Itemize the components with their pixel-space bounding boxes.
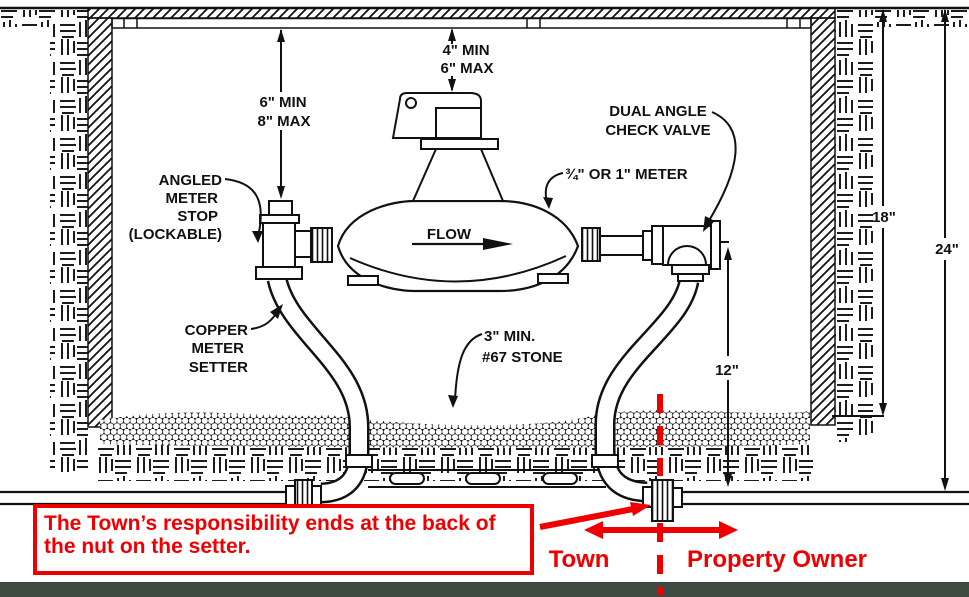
dim-top-clearance-min: 4" MIN <box>442 42 489 59</box>
earth-top-right <box>873 10 969 27</box>
pit-wall-left <box>87 17 113 428</box>
zone-arrow-right <box>719 521 738 539</box>
meter-nut-right <box>581 227 601 262</box>
meter-assembly <box>255 92 721 293</box>
label-flow: FLOW <box>427 226 472 243</box>
pit-structure <box>0 6 969 481</box>
dim-pit-depth: 18" <box>872 209 896 226</box>
leader-meter-stop <box>224 178 262 233</box>
water-meter <box>336 92 580 293</box>
register-dial <box>435 107 482 139</box>
bracket-slot <box>465 472 501 485</box>
note-leader-arrow <box>539 506 634 530</box>
dim-side-clearance-max: 8" MAX <box>258 113 311 130</box>
dim-arrow-down <box>879 403 887 416</box>
dim-line-pit-depth <box>832 10 884 417</box>
label-meter-stop-4: (LOCKABLE) <box>129 226 222 243</box>
responsibility-note-box <box>33 504 534 575</box>
angled-meter-stop <box>255 200 312 280</box>
note-line-1: The Town’s responsibility ends at the ba… <box>44 512 497 535</box>
label-meter-stop-3: STOP <box>177 208 218 225</box>
bracket-slot <box>389 472 425 485</box>
label-town: Town <box>549 546 610 573</box>
note-line-2: the nut on the setter. <box>44 535 251 558</box>
label-setter-1: COPPER <box>185 322 249 339</box>
earth-top-left <box>0 10 50 27</box>
label-property-owner: Property Owner <box>687 546 867 573</box>
copper-setter <box>0 276 969 522</box>
pit-wall-right <box>810 17 836 426</box>
lid-plate-joints <box>123 18 801 28</box>
register-lug-hole <box>405 97 417 109</box>
dim-arrow-down <box>448 79 456 92</box>
earth-right-strip <box>835 10 873 442</box>
dim-outlet-height: 12" <box>715 362 739 379</box>
leader-arrow <box>252 231 263 243</box>
responsibility-annotations: The Town’s responsibility ends at the ba… <box>33 394 867 595</box>
service-line-left <box>0 490 287 506</box>
dim-arrow-up <box>879 9 887 22</box>
dim-side-clearance-min: 6" MIN <box>259 94 306 111</box>
label-check-valve-2: CHECK VALVE <box>605 122 710 139</box>
stone-bedding <box>100 410 810 448</box>
setter-bracket-bar <box>368 469 606 488</box>
dual-angle-check-valve <box>642 220 721 282</box>
label-meter-size: ¾" OR 1" METER <box>565 166 688 183</box>
label-stone-2: #67 STONE <box>482 349 563 366</box>
meter-neck <box>411 148 505 202</box>
lid-plate <box>111 17 812 29</box>
meter-flange <box>420 138 499 150</box>
leader-stone <box>454 333 483 401</box>
setter-leg-right <box>597 278 697 500</box>
footer-band <box>0 582 969 597</box>
leader-arrow <box>270 304 283 319</box>
outlet-pipe <box>599 235 644 256</box>
leader-check-valve <box>706 111 737 225</box>
dim-total-depth: 24" <box>935 241 959 258</box>
dim-arrow-up <box>724 247 732 260</box>
dim-arrow-down <box>724 474 732 487</box>
flow-arrow <box>412 238 513 250</box>
pipe-collar-right <box>591 454 619 468</box>
labels: ANGLED METER STOP (LOCKABLE) DUAL ANGLE … <box>129 103 737 408</box>
earth-under-floor <box>95 445 813 481</box>
dimensions: 4" MIN 6" MAX 6" MIN 8" MAX 12" 18" 24" <box>258 9 959 491</box>
label-stone-1: 3" MIN. <box>484 328 535 345</box>
pipe-collar-left <box>345 454 373 468</box>
label-meter-stop-2: METER <box>166 190 219 207</box>
zone-arrow-left <box>584 521 603 539</box>
label-setter-2: METER <box>192 340 245 357</box>
label-meter-stop-1: ANGLED <box>159 172 223 189</box>
dim-arrow-down <box>941 478 949 491</box>
label-check-valve-1: DUAL ANGLE <box>609 103 707 120</box>
note-leader-arrowhead <box>630 502 651 516</box>
label-setter-3: SETTER <box>189 359 248 376</box>
dim-top-clearance-max: 6" MAX <box>441 60 494 77</box>
pit-lid <box>87 7 836 19</box>
earth-left-strip <box>50 10 88 472</box>
dim-arrow-up <box>941 9 949 22</box>
dim-arrow-up <box>277 29 285 42</box>
service-line-right <box>682 490 969 506</box>
setter-nut-coupling <box>642 479 683 522</box>
dim-arrow-up <box>448 28 456 41</box>
meter-nut-left <box>310 227 333 263</box>
setter-leg-left <box>269 276 367 501</box>
dim-arrow-down <box>277 186 285 199</box>
leader-arrow <box>448 395 458 408</box>
bracket-slot <box>542 472 578 485</box>
leader-arrow <box>703 216 715 232</box>
leader-arrow <box>543 197 553 209</box>
